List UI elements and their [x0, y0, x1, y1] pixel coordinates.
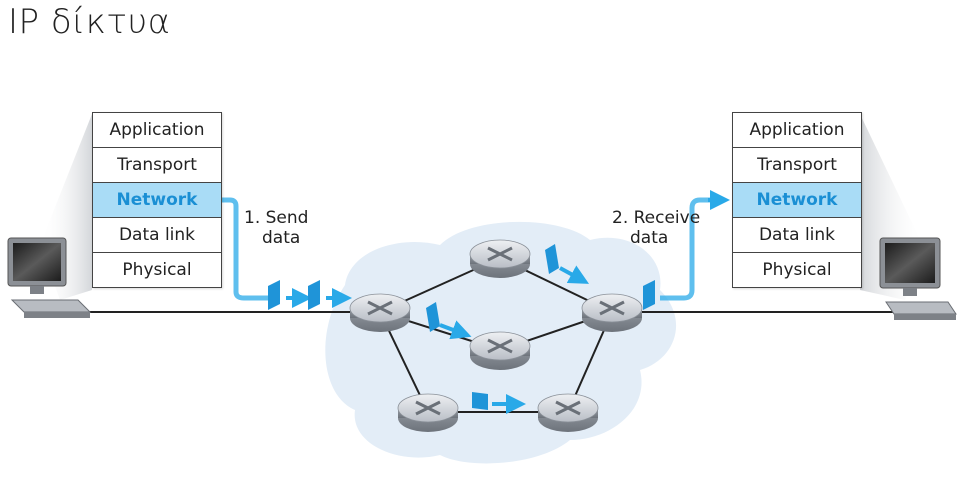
- packet-icon: [472, 392, 488, 410]
- left-protocol-stack: Application Transport Network Data link …: [92, 112, 222, 288]
- right-protocol-stack: Application Transport Network Data link …: [732, 112, 862, 288]
- packet-icon: [268, 280, 280, 310]
- layer-transport: Transport: [93, 148, 221, 183]
- router-icon: [537, 393, 599, 432]
- layer-network: Network: [93, 183, 221, 218]
- layer-physical: Physical: [762, 260, 832, 280]
- layer-application: Application: [733, 113, 861, 148]
- packet-icon: [308, 280, 320, 310]
- receive-path-arrow: [660, 197, 712, 301]
- receive-label-line2: data: [630, 228, 669, 248]
- layer-transport: Transport: [733, 148, 861, 183]
- router-icon: [581, 293, 643, 332]
- receive-label-line1: 2. Receive: [612, 208, 701, 228]
- packet-icon: [426, 302, 440, 332]
- router-icon: [349, 293, 411, 332]
- layer-physical: Physical: [122, 260, 192, 280]
- computer-icon: [879, 237, 957, 320]
- send-label-line1: 1. Send: [244, 208, 309, 228]
- computer-icon: [7, 237, 92, 318]
- router-icon: [469, 331, 531, 370]
- packet-icon: [545, 244, 559, 274]
- router-icon: [469, 239, 531, 278]
- send-path-arrow: [222, 197, 268, 301]
- send-label-line2: data: [262, 228, 301, 248]
- layer-network: Network: [733, 183, 861, 218]
- layer-data-link: Data link: [93, 218, 221, 253]
- layer-data-link: Data link: [733, 218, 861, 253]
- send-label: 1. Send data: [244, 208, 308, 248]
- router-icon: [397, 393, 459, 432]
- arrow-icon: [439, 320, 472, 340]
- slide-title: IP δίκτυα: [8, 2, 171, 42]
- receive-label: 2. Receive data: [612, 208, 700, 248]
- packet-icon: [643, 280, 655, 310]
- arrow-icon: [559, 265, 590, 284]
- layer-application: Application: [93, 113, 221, 148]
